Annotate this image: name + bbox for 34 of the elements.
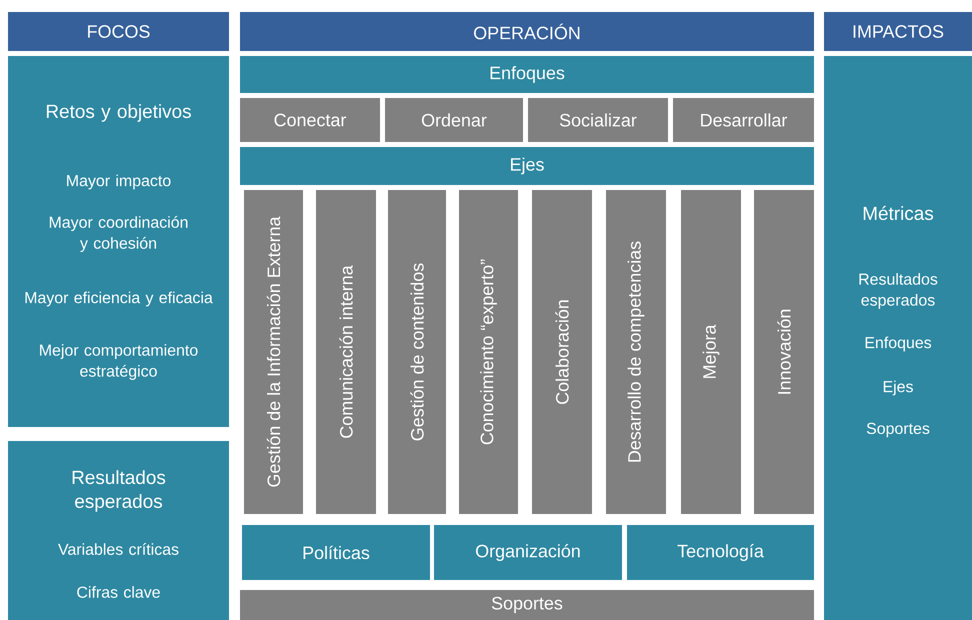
panel-item: Mayor impacto [67,174,171,190]
approach-box: Conectar [240,98,380,142]
panel-item: Mayor eficiencia y eficacia [25,292,213,306]
category-bar: Enfoques [240,56,814,93]
panel-heading: Retos y objetivos [46,104,191,122]
panel-heading: Métricas [864,206,934,220]
axis-column: Innovación [754,190,814,514]
axis-column: Comunicación interna [316,190,376,514]
panel-item: Cifras clave [77,586,160,598]
panel-item: Enfoques [866,336,932,352]
panel-item: Mejor comportamiento estratégico [40,344,198,380]
axis-column: Gestión de la Información Externa [244,190,303,514]
axis-column: Conocimiento “experto” [459,190,518,514]
column-header: IMPACTOS [824,12,972,51]
axis-column: Mejora [681,190,741,514]
column-header: OPERACIÓN [240,12,814,51]
panel-item: Soportes [866,422,930,438]
approach-box: Socializar [528,98,668,142]
approach-box: Desarrollar [673,98,814,142]
category-bar: Políticas [242,525,430,580]
category-bar: Ejes [240,147,814,185]
panel-heading: Resultados esperados [72,470,166,512]
panel-item: Variables críticas [58,543,178,555]
category-bar: Tecnología [627,525,814,580]
approach-box: Ordenar [385,98,523,142]
panel-item: Mayor coordinación y cohesión [50,216,188,252]
column-header: FOCOS [8,12,229,51]
approach-box: Soportes [240,590,814,620]
category-bar: Organización [434,525,622,580]
panel-item: Ejes [884,380,913,396]
panel-item: Resultados esperados [859,273,938,309]
axis-column: Colaboración [532,190,592,514]
axis-column: Gestión de contenidos [388,190,446,514]
axis-column: Desarrollo de competencias [606,190,666,514]
